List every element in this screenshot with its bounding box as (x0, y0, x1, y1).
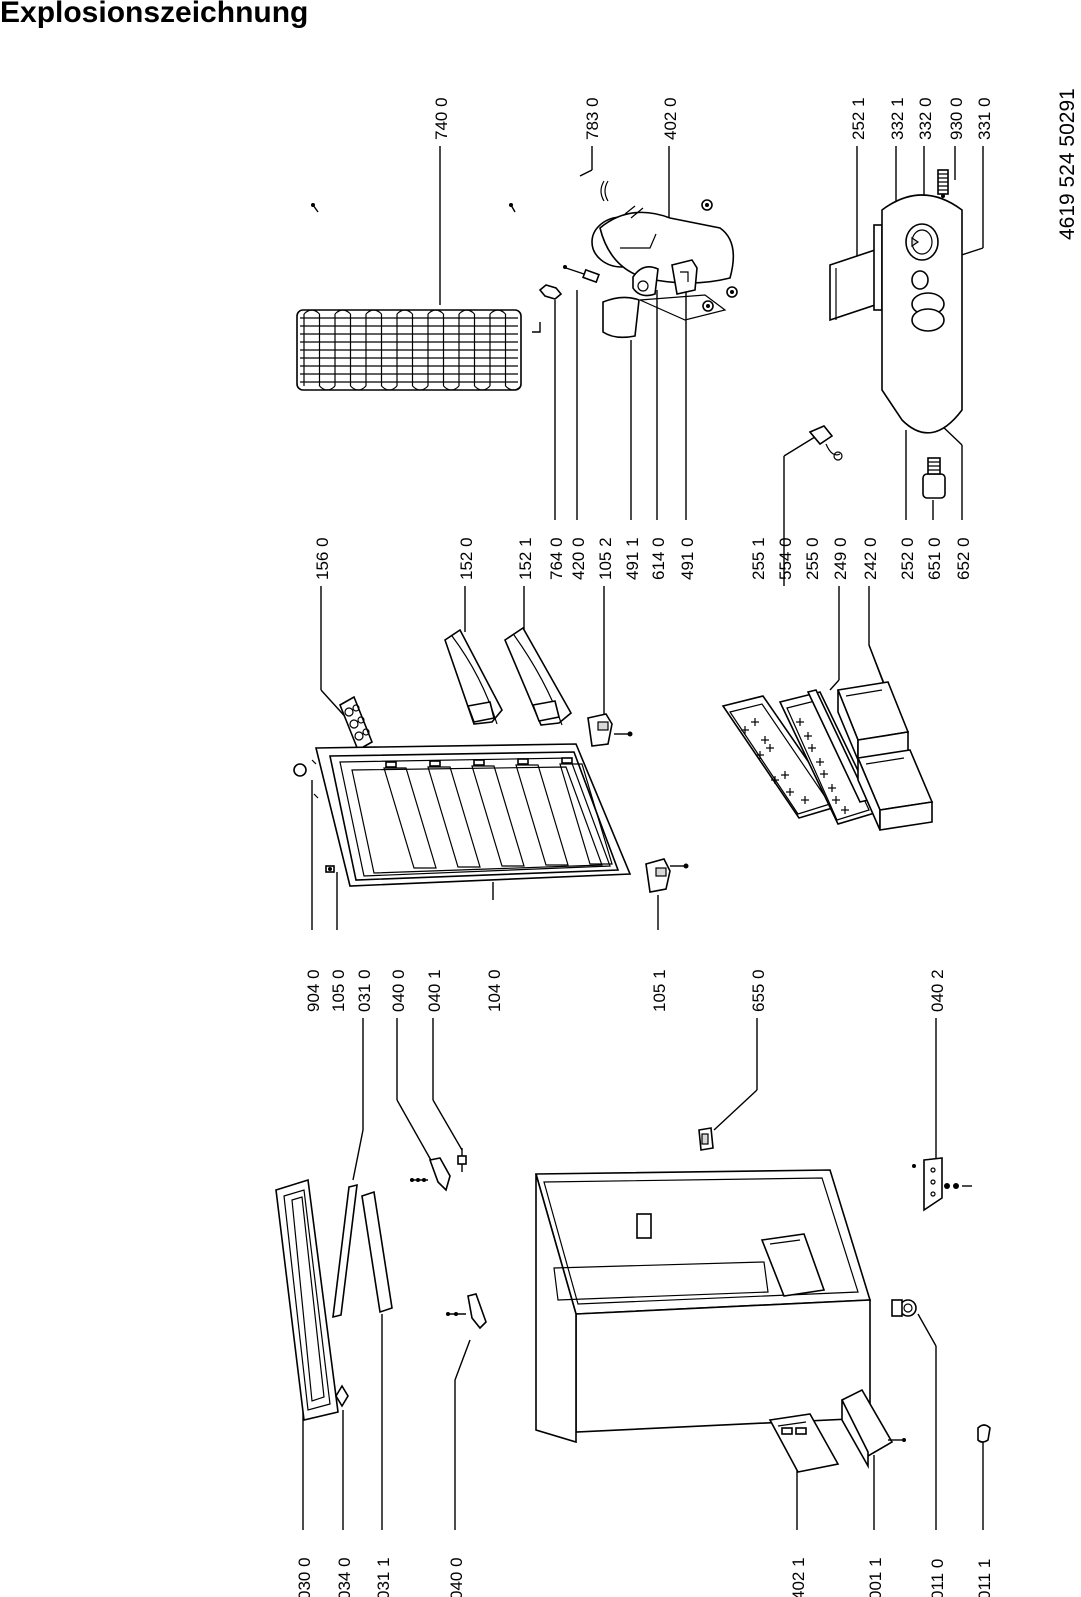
label-031-1: 031 1 (374, 1557, 393, 1597)
small-clip (977, 1424, 991, 1443)
label-651-0: 651 0 (925, 537, 944, 580)
strip-031-0 (332, 1183, 358, 1319)
part-labels: 740 0 783 0 402 0 252 1 332 1 332 0 930 … (295, 88, 1079, 1597)
lamp-switch (808, 425, 843, 461)
handle-bottom (446, 1293, 487, 1330)
egg-tray (338, 695, 374, 752)
label-491-0: 491 0 (678, 537, 697, 580)
label-156-0: 156 0 (313, 537, 332, 580)
label-740-0: 740 0 (432, 97, 451, 140)
part-655-0 (698, 1127, 714, 1151)
label-255-0: 255 0 (803, 537, 822, 580)
label-332-0: 332 0 (916, 97, 935, 140)
document-number: 4619 524 50291 (1056, 88, 1079, 240)
base-plinth (768, 1413, 840, 1473)
compressor (591, 199, 738, 321)
label-402-1: 402 1 (789, 1557, 808, 1597)
label-783-0: 783 0 (583, 97, 602, 140)
label-040-0-top: 040 0 (389, 969, 408, 1012)
label-904-0: 904 0 (304, 969, 323, 1012)
door-frame (275, 1178, 339, 1421)
lamp-bulb (922, 457, 946, 499)
small-tube-part (600, 180, 609, 202)
electrical-parts (538, 259, 698, 339)
upper-hinge (587, 713, 633, 747)
label-332-1: 332 1 (888, 97, 907, 140)
drain-tray-assembly (829, 169, 963, 434)
label-255-1: 255 1 (749, 537, 768, 580)
label-402-0: 402 0 (661, 97, 680, 140)
label-252-0: 252 0 (898, 537, 917, 580)
label-614-0: 614 0 (649, 537, 668, 580)
label-331-0: 331 0 (975, 97, 994, 140)
label-554-0: 554 0 (776, 537, 795, 580)
door-shelf-2 (504, 626, 573, 726)
freezer-cabinet (534, 1169, 872, 1444)
label-242-0: 242 0 (861, 537, 880, 580)
leader-lines (302, 146, 984, 1530)
page-title: Explosionszeichnung (0, 0, 309, 29)
label-034-0: 034 0 (335, 1557, 354, 1597)
label-655-0: 655 0 (749, 969, 768, 1012)
panel-031-1 (361, 1190, 393, 1314)
label-105-1: 105 1 (650, 969, 669, 1012)
label-040-2: 040 2 (928, 969, 947, 1012)
label-652-0: 652 0 (954, 537, 973, 580)
label-040-1: 040 1 (425, 969, 444, 1012)
label-152-1: 152 1 (516, 537, 535, 580)
label-764-0: 764 0 (547, 537, 566, 580)
lower-hinge (645, 858, 689, 893)
label-105-0: 105 0 (329, 969, 348, 1012)
hinge-bracket (912, 1157, 972, 1212)
label-001-1: 001 1 (866, 1557, 885, 1597)
label-105-2: 105 2 (596, 537, 615, 580)
label-104-0: 104 0 (485, 969, 504, 1012)
label-491-1: 491 1 (623, 537, 642, 580)
freezer-door (293, 743, 632, 887)
small-part-034 (335, 1384, 349, 1408)
label-011-1: 011 1 (975, 1559, 994, 1597)
handle-pin (457, 1148, 467, 1172)
label-152-0: 152 0 (457, 537, 476, 580)
label-040-0-bottom: 040 0 (447, 1557, 466, 1597)
label-011-0: 011 0 (928, 1559, 947, 1597)
condenser-coil (296, 203, 541, 391)
label-249-0: 249 0 (831, 537, 850, 580)
adjustable-foot (891, 1299, 917, 1317)
label-930-0: 930 0 (947, 97, 966, 140)
handle-top (410, 1157, 451, 1192)
crisper-drawer-1 (836, 681, 910, 761)
label-030-0: 030 0 (295, 1557, 314, 1597)
label-420-0: 420 0 (569, 537, 588, 580)
label-252-1: 252 1 (849, 97, 868, 140)
base-foot (840, 1388, 906, 1470)
crisper-drawer-2 (856, 749, 934, 831)
label-031-0: 031 0 (355, 969, 374, 1012)
door-shelf-1 (444, 628, 503, 725)
